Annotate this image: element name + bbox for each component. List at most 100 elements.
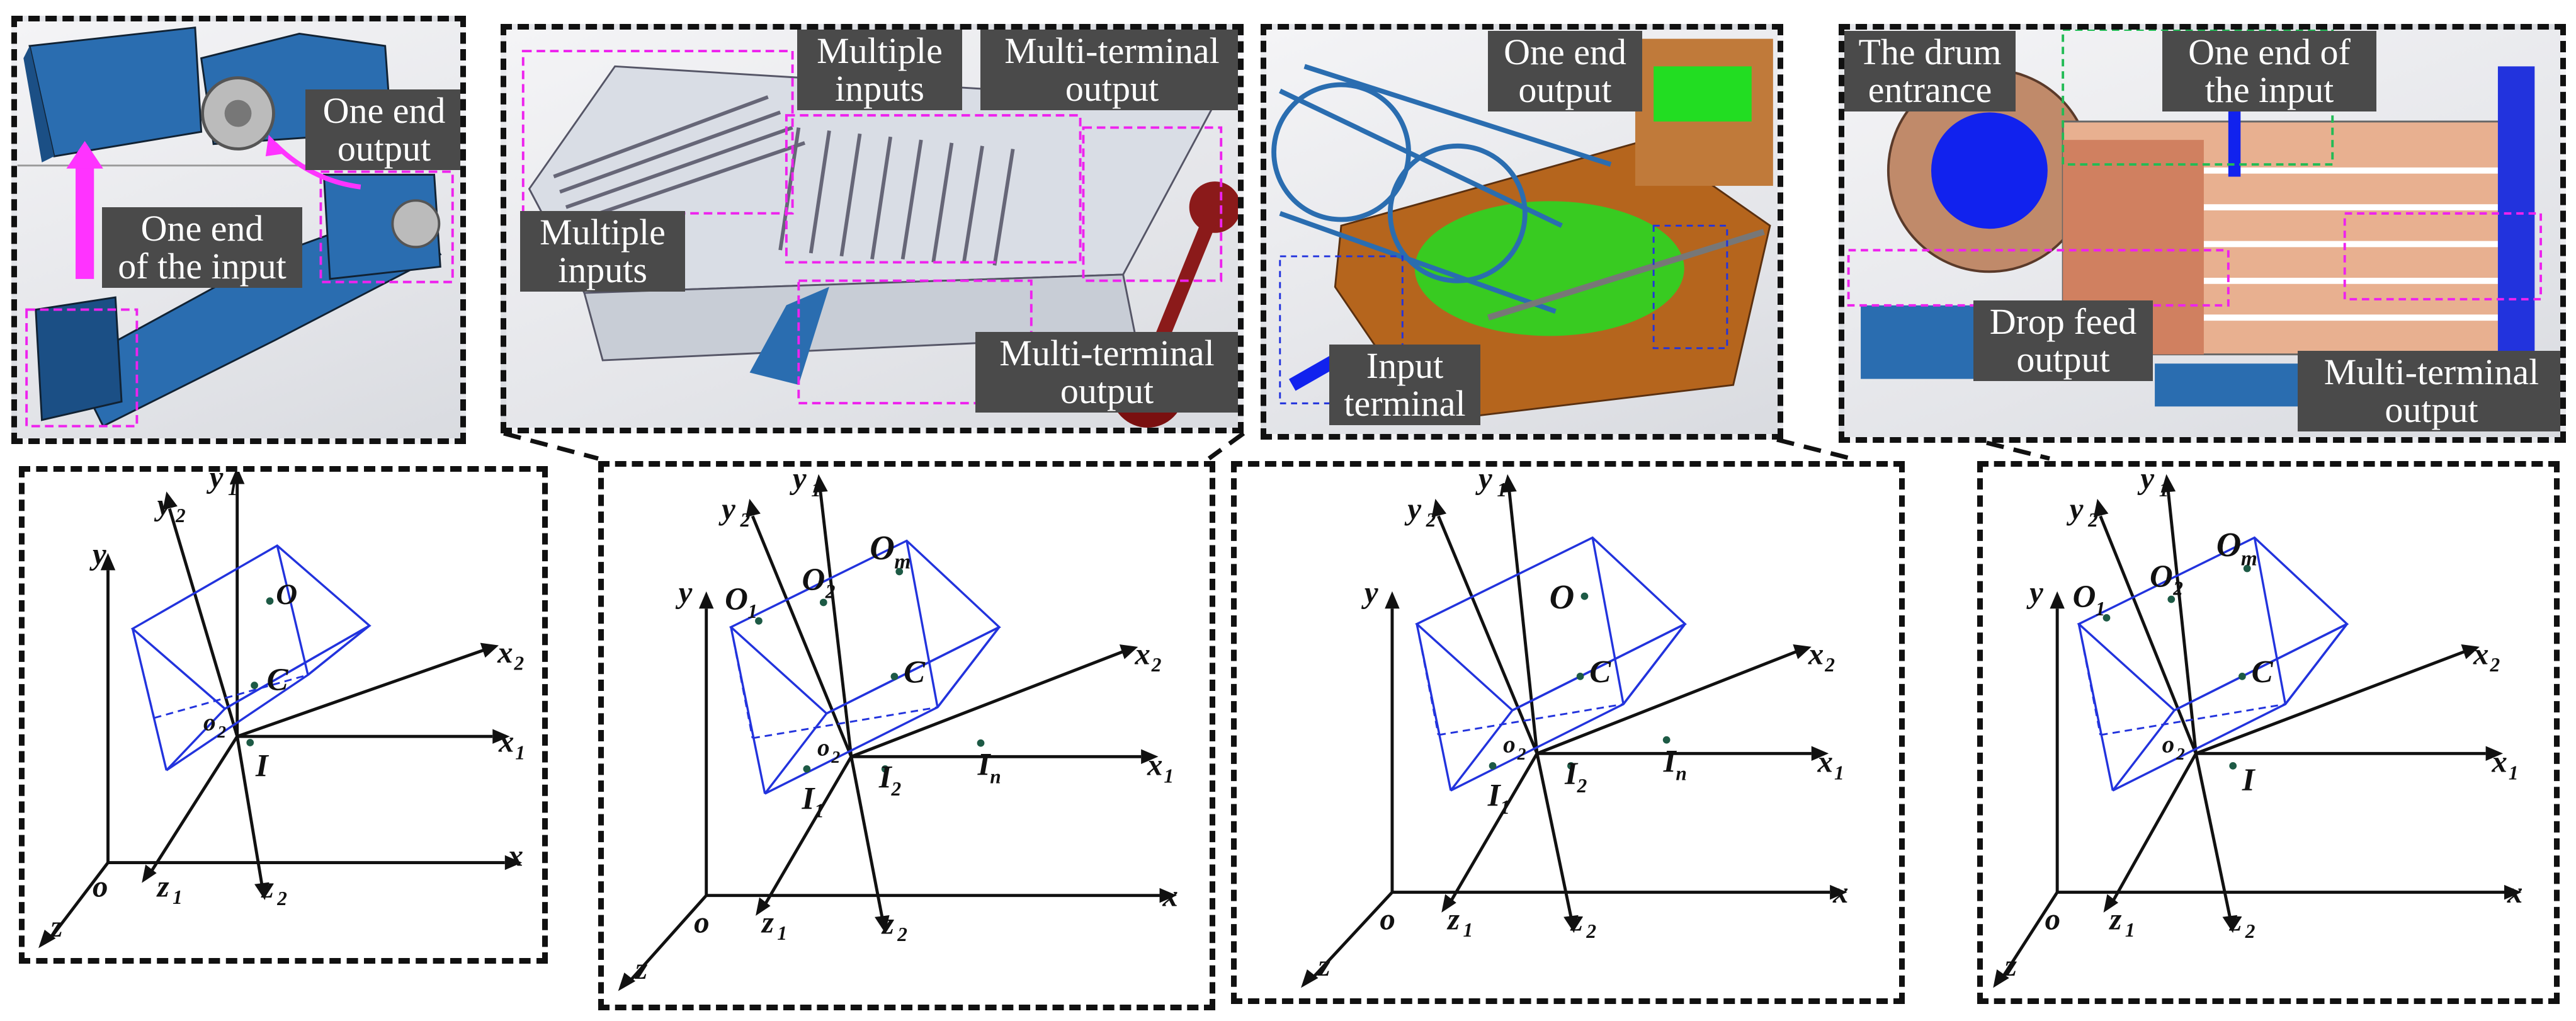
svg-text:1: 1	[2159, 479, 2169, 501]
svg-text:2: 2	[825, 581, 836, 603]
svg-text:2: 2	[1586, 920, 1596, 942]
svg-text:x: x	[497, 635, 513, 670]
svg-text:o: o	[817, 734, 830, 761]
svg-text:y: y	[2026, 574, 2043, 609]
svg-text:1: 1	[173, 886, 183, 908]
svg-text:2: 2	[2245, 920, 2255, 942]
svg-text:2: 2	[891, 778, 902, 800]
svg-text:1: 1	[2509, 761, 2519, 784]
svg-text:1: 1	[1497, 479, 1507, 501]
svg-text:z: z	[634, 951, 647, 986]
point-I: I	[255, 748, 270, 784]
svg-text:I: I	[802, 782, 816, 817]
svg-text:1: 1	[811, 479, 821, 501]
svg-text:y: y	[154, 487, 171, 522]
svg-text:C: C	[904, 655, 926, 690]
svg-text:z: z	[156, 869, 169, 903]
svg-text:x: x	[1817, 744, 1833, 779]
svg-text:I: I	[2242, 763, 2256, 798]
svg-text:o: o	[203, 709, 216, 736]
model-panel-4: The drum entrance One end of the input D…	[1839, 24, 2566, 443]
svg-text:y: y	[1475, 467, 1492, 495]
svg-text:x: x	[1832, 875, 1848, 910]
svg-text:m: m	[894, 550, 911, 574]
label-one-end-output: One end output	[305, 89, 460, 170]
svg-text:2: 2	[175, 505, 186, 527]
svg-text:I: I	[1663, 744, 1677, 780]
svg-text:x: x	[508, 838, 523, 872]
svg-text:y: y	[1404, 491, 1421, 526]
model-panel-2: Multiple inputs Multi-terminal output Mu…	[501, 24, 1244, 433]
svg-text:2: 2	[276, 887, 287, 910]
point-C: C	[267, 662, 289, 697]
label-one-end-of-input: One end of the input	[2162, 31, 2376, 111]
svg-text:z: z	[1317, 948, 1330, 983]
svg-text:2: 2	[2087, 509, 2098, 531]
svg-text:I: I	[878, 760, 893, 795]
svg-text:I: I	[1564, 756, 1579, 792]
svg-text:y: y	[676, 574, 693, 609]
svg-text:2: 2	[513, 653, 524, 675]
point-O: O	[276, 578, 297, 611]
label-one-end-input: One end of the input	[102, 207, 302, 288]
svg-text:O: O	[2150, 559, 2173, 595]
svg-text:I: I	[1487, 779, 1502, 814]
svg-text:n: n	[1676, 762, 1686, 784]
svg-text:2: 2	[897, 923, 907, 945]
svg-text:x: x	[2473, 636, 2488, 671]
svg-text:1: 1	[1164, 765, 1174, 787]
svg-text:y: y	[718, 491, 735, 526]
svg-text:o: o	[2162, 731, 2175, 758]
svg-text:2: 2	[1151, 654, 1162, 676]
svg-text:O: O	[725, 582, 748, 617]
svg-text:2: 2	[1824, 654, 1835, 676]
svg-text:y: y	[2067, 491, 2084, 526]
model-panel-1: One end output One end of the input	[11, 16, 466, 444]
svg-text:x: x	[1147, 748, 1162, 782]
svg-text:2: 2	[2172, 578, 2183, 600]
svg-text:z: z	[2004, 948, 2017, 983]
svg-text:2: 2	[1577, 775, 1587, 797]
svg-text:o: o	[1503, 731, 1516, 758]
svg-text:C: C	[2252, 655, 2274, 690]
svg-text:y: y	[207, 472, 224, 494]
label-multi-terminal-output-top: Multi-terminal output	[980, 30, 1238, 110]
svg-text:1: 1	[228, 477, 238, 499]
svg-text:y: y	[1361, 574, 1378, 609]
label-multiple-inputs-top: Multiple inputs	[797, 30, 962, 110]
svg-text:2: 2	[831, 748, 841, 767]
svg-text:I: I	[977, 748, 992, 783]
label-multi-terminal-output: Multi-terminal output	[2298, 351, 2560, 431]
svg-text:2: 2	[1517, 744, 1526, 763]
svg-text:x: x	[1808, 636, 1824, 671]
label-drum-entrance: The drum entrance	[1844, 31, 2016, 111]
svg-text:z: z	[1446, 901, 1460, 936]
svg-text:2: 2	[1426, 509, 1436, 531]
svg-text:x: x	[2491, 744, 2507, 779]
svg-text:x: x	[1134, 636, 1150, 671]
svg-text:y: y	[2137, 467, 2154, 495]
svg-text:1: 1	[1834, 761, 1844, 784]
label-drop-feed-output: Drop feed output	[1973, 300, 2153, 381]
svg-text:m: m	[2241, 547, 2257, 571]
svg-text:C: C	[1589, 655, 1611, 690]
svg-text:1: 1	[2096, 598, 2106, 620]
svg-text:z: z	[50, 909, 63, 944]
svg-text:1: 1	[747, 600, 757, 622]
svg-text:z: z	[2228, 903, 2242, 937]
svg-text:o: o	[694, 904, 709, 939]
model-panel-3: One end output Input terminal	[1261, 24, 1783, 440]
svg-text:2: 2	[2176, 744, 2185, 763]
svg-text:1: 1	[814, 799, 824, 821]
svg-text:O: O	[870, 528, 895, 567]
svg-text:y: y	[790, 467, 807, 495]
svg-text:z: z	[881, 906, 894, 940]
svg-text:x: x	[2507, 875, 2522, 910]
label-multiple-inputs-left: Multiple inputs	[520, 211, 685, 292]
label-input-terminal: Input terminal	[1329, 345, 1480, 425]
conveyor-model	[17, 26, 460, 428]
svg-text:2: 2	[217, 722, 226, 741]
label-multi-terminal-output-bottom: Multi-terminal output	[975, 332, 1238, 413]
